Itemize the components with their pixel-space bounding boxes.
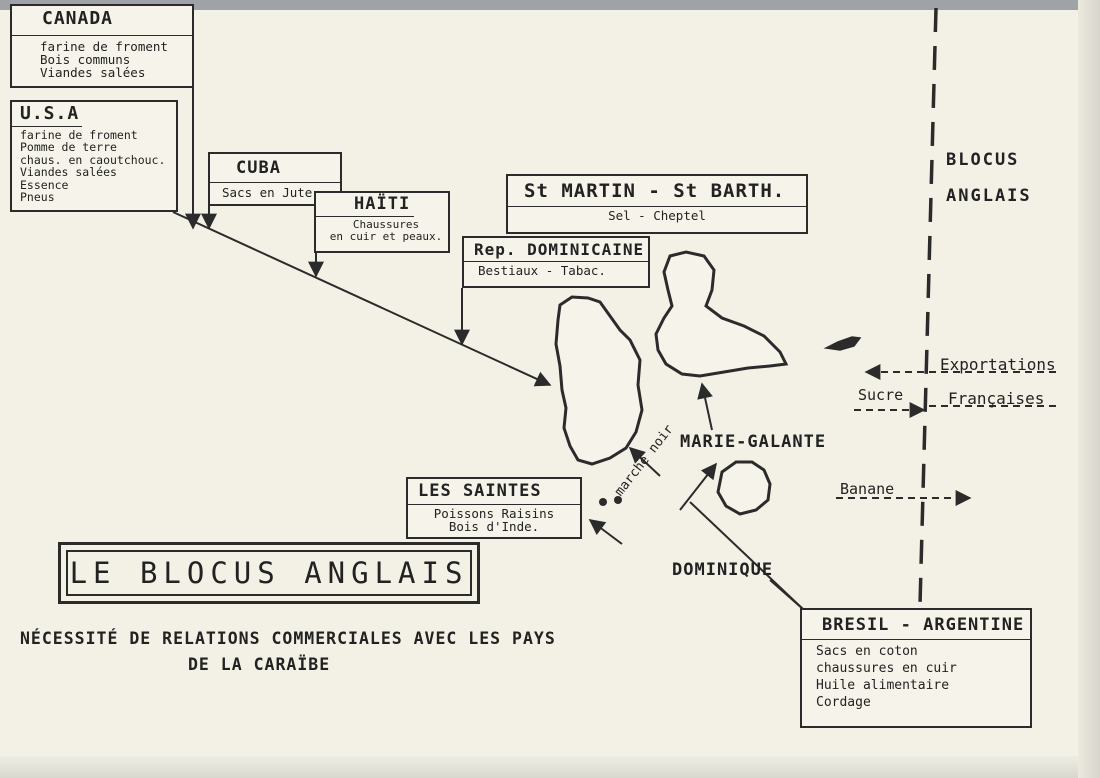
partner-box-haiti: HAÏTI Chaussures en cuir et peaux.	[314, 191, 450, 253]
arrow-marche-noir-1	[628, 446, 661, 477]
goods-item: Sel - Cheptel	[608, 207, 706, 223]
blocus-label: BLOCUS ANGLAIS	[946, 142, 1032, 214]
island-saintes-1	[599, 498, 607, 506]
arrow-marche-noir-3	[679, 462, 717, 511]
arrow-marie-galante	[697, 382, 713, 431]
goods-item: chaus. en caoutchouc.	[20, 152, 166, 167]
goods-item: Viandes salées	[40, 64, 146, 80]
page-title: LE BLOCUS ANGLAIS	[69, 556, 469, 590]
partner-box-repdom: Rep. DOMINICAINE Bestiaux - Tabac.	[462, 236, 650, 288]
partner-goods: farine de froment Pomme de terre chaus. …	[12, 127, 176, 204]
arrow-marche-noir-2	[588, 519, 623, 545]
page-edge	[0, 756, 1100, 778]
exportations-label: Exportations Françaises	[940, 348, 1056, 416]
title-frame-inner: LE BLOCUS ANGLAIS	[66, 550, 472, 596]
partner-goods: Bestiaux - Tabac.	[464, 262, 648, 277]
partner-name: HAÏTI	[316, 193, 414, 217]
blockade-line	[918, 7, 938, 606]
goods-item: Pneus	[20, 190, 55, 205]
subtitle-line1: NÉCESSITÉ DE RELATIONS COMMERCIALES AVEC…	[20, 629, 556, 648]
goods-item: farine de froment	[20, 127, 138, 142]
goods-item: Sacs en Jute	[222, 184, 313, 200]
exportations-text: Exportations	[940, 355, 1056, 374]
goods-item: Huile alimentaire	[816, 677, 950, 693]
partner-goods: Sacs en Jute	[210, 183, 340, 199]
island-basse-terre	[554, 295, 644, 466]
island-grande-terre	[654, 250, 789, 378]
francaises-text: Françaises	[948, 389, 1045, 408]
partner-goods: Poissons Raisins Bois d'Inde.	[408, 505, 580, 533]
partner-name: CUBA	[210, 154, 340, 183]
partner-name: St MARTIN - St BARTH.	[508, 176, 806, 207]
dominique-label: DOMINIQUE	[672, 560, 774, 580]
banane-label: Banane	[840, 480, 895, 498]
subtitle: NÉCESSITÉ DE RELATIONS COMMERCIALES AVEC…	[20, 626, 720, 678]
goods-item: Viandes salées	[20, 165, 117, 180]
partner-box-usa: U.S.A farine de froment Pomme de terre c…	[10, 100, 178, 212]
partner-box-saintes: LES SAINTES Poissons Raisins Bois d'Inde…	[406, 477, 582, 539]
island-desirade	[823, 336, 862, 351]
goods-item: Pomme de terre	[20, 140, 117, 155]
partner-name: CANADA	[12, 6, 192, 36]
goods-item: Sacs en coton	[816, 643, 918, 659]
goods-item: Bois communs	[40, 51, 131, 67]
marie-galante-label: MARIE-GALANTE	[680, 432, 827, 452]
blocus-label-line1: BLOCUS	[946, 150, 1020, 170]
line-dominique-bresil-2	[769, 579, 805, 611]
partner-name: U.S.A	[12, 102, 82, 127]
goods-item: chaussures en cuir	[816, 660, 957, 676]
goods-item: farine de froment	[40, 38, 168, 54]
blocus-label-line2: ANGLAIS	[946, 186, 1032, 206]
partner-goods: Chaussures en cuir et peaux.	[316, 217, 448, 243]
partner-box-stmartin: St MARTIN - St BARTH. Sel - Cheptel	[506, 174, 808, 234]
goods-item: Chaussures	[352, 217, 420, 231]
partner-goods: Sacs en coton chaussures en cuir Huile a…	[802, 640, 1030, 711]
goods-item: Essence	[20, 177, 69, 192]
island-saintes-2	[614, 496, 622, 504]
partner-goods: Sel - Cheptel	[508, 207, 806, 222]
partner-name: LES SAINTES	[408, 479, 580, 505]
partner-name: Rep. DOMINICAINE	[464, 238, 648, 262]
partner-name: BRESIL - ARGENTINE	[802, 610, 1030, 640]
sucre-label: Sucre	[858, 386, 904, 404]
goods-item: Poissons Raisins	[433, 505, 555, 521]
partner-box-bresil: BRESIL - ARGENTINE Sacs en coton chaussu…	[800, 608, 1032, 728]
goods-item: Bestiaux - Tabac.	[478, 262, 606, 278]
goods-item: Cordage	[816, 694, 871, 710]
partner-goods: farine de froment Bois communs Viandes s…	[12, 36, 192, 79]
partner-box-canada: CANADA farine de froment Bois communs Vi…	[10, 4, 194, 88]
subtitle-line2: DE LA CARAÏBE	[188, 655, 331, 674]
goods-item: Bois d'Inde.	[448, 518, 540, 534]
arrow-usa	[172, 211, 552, 387]
goods-item: en cuir et peaux.	[329, 229, 443, 243]
island-marie-galante	[716, 460, 772, 516]
title-frame: LE BLOCUS ANGLAIS	[58, 542, 480, 604]
